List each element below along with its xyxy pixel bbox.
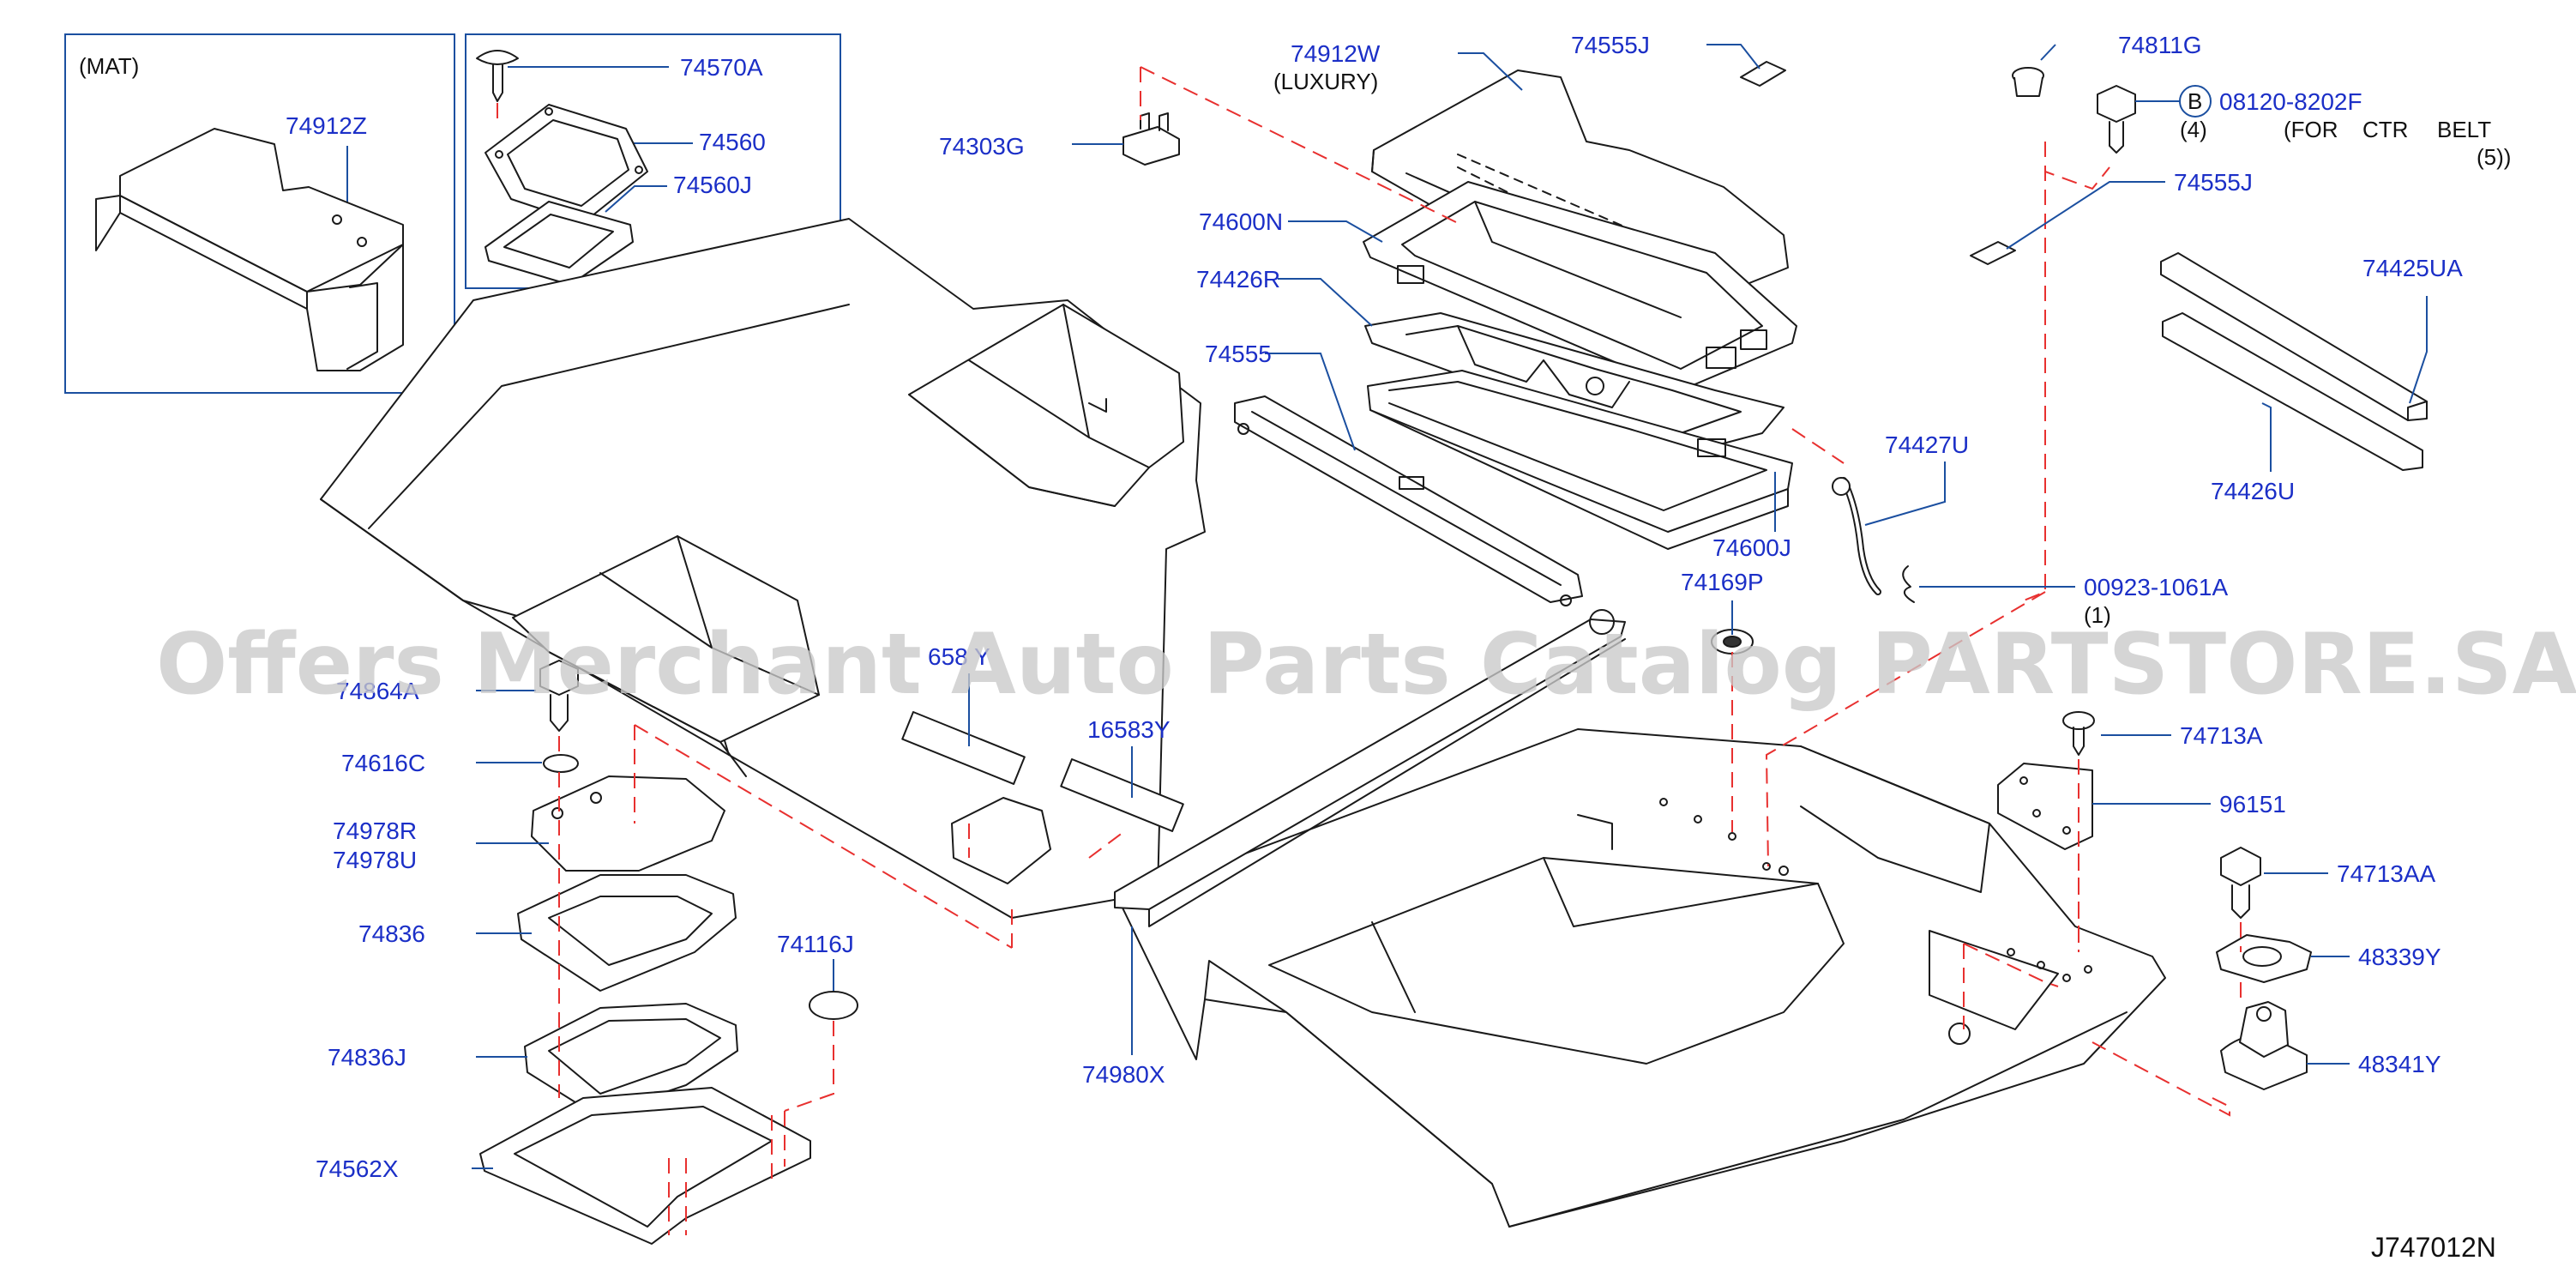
label-belt: BELT [2437, 117, 2491, 142]
label-74425UA: 74425UA [2362, 255, 2463, 281]
watermark: Offers Merchant Auto Parts Catalog PARTS… [156, 616, 2576, 714]
label-qty-5: (5)) [2477, 144, 2511, 170]
label-74912W: 74912W [1291, 40, 1381, 67]
label-for: (FOR [2284, 117, 2338, 142]
label-74912Z: 74912Z [286, 112, 367, 139]
diagram-code: J747012N [2371, 1232, 2496, 1263]
ring-48339Y [2216, 934, 2312, 983]
label-74978U: 74978U [333, 847, 417, 873]
label-74600J: 74600J [1712, 534, 1791, 561]
label-74426U: 74426U [2211, 478, 2295, 504]
striker-48341Y [2220, 1001, 2308, 1090]
label-ctr: CTR [2362, 117, 2408, 142]
label-74555J-right: 74555J [2174, 169, 2253, 196]
label-16583Y: 16583Y [1087, 716, 1171, 743]
tray-base [1367, 370, 1793, 550]
tray-74836J [524, 1003, 738, 1116]
label-74713AA: 74713AA [2337, 860, 2436, 887]
label-74811G: 74811G [2118, 32, 2202, 58]
label-qty-1: (1) [2084, 602, 2111, 628]
label-74555J-top: 74555J [1571, 32, 1650, 58]
tray-frame [1363, 181, 1797, 391]
callout-b-letter: B [2188, 88, 2202, 114]
label-74169P: 74169P [1681, 569, 1764, 595]
lid-74978R [531, 775, 725, 872]
label-96151: 96151 [2219, 791, 2286, 817]
label-74426R: 74426R [1196, 266, 1280, 293]
label-74560J: 74560J [673, 172, 752, 198]
label-qty-4: (4) [2180, 117, 2207, 142]
rod-74427U [1832, 477, 1915, 603]
label-74864A: 74864A [336, 678, 419, 704]
label-658Y: 658 Y [928, 643, 990, 670]
label-74562X: 74562X [316, 1155, 399, 1182]
floor-board-left [320, 218, 1206, 919]
bolt-74713AA [2220, 847, 2261, 919]
label-74600N: 74600N [1199, 208, 1283, 235]
label-74570A: 74570A [680, 54, 763, 81]
strip-74426U [2162, 312, 2423, 471]
label-74116J: 74116J [777, 931, 854, 957]
strip-74425UA [2160, 252, 2428, 421]
washer-74616C [543, 754, 579, 773]
label-48339Y: 48339Y [2358, 944, 2441, 970]
callout-b: B [2179, 85, 2212, 118]
label-74836J: 74836J [328, 1044, 406, 1071]
tray-74836 [517, 874, 737, 992]
reference-lines [558, 66, 2242, 1235]
pad-74555J-right [1970, 241, 2016, 265]
label-48341Y: 48341Y [2358, 1051, 2441, 1077]
label-74980X: 74980X [1082, 1061, 1165, 1088]
tray-inner [1364, 312, 1785, 456]
part-labels: 74912W (LUXURY) 74555J 74811G 08120-8202… [316, 32, 2511, 1182]
mat-74562X [479, 1087, 811, 1245]
clip-74303G [1122, 112, 1180, 166]
label-74836: 74836 [358, 920, 425, 947]
label-74303G: 74303G [939, 133, 1025, 160]
screw-74713A [2062, 711, 2095, 756]
label-74713A: 74713A [2180, 722, 2263, 749]
bolt-08120-8202F [2097, 85, 2136, 154]
label-74616C: 74616C [341, 750, 425, 776]
disc-74116J [809, 991, 858, 1020]
rail-74555 [1234, 395, 1583, 606]
label-74427U: 74427U [1885, 431, 1969, 458]
label-08120-8202F: 08120-8202F [2219, 88, 2362, 115]
inset-mat: (MAT) 74912Z [64, 33, 455, 394]
label-74560: 74560 [699, 129, 766, 155]
inset-mat-caption: (MAT) [79, 53, 139, 79]
leader-lines [472, 44, 2428, 1169]
rear-floor [1118, 728, 2166, 1228]
plug-74811G [2012, 67, 2044, 97]
pad-74555J-top [1740, 61, 1786, 87]
label-luxury: (LUXURY) [1273, 69, 1378, 94]
label-74978R: 74978R [333, 817, 417, 844]
label-74555: 74555 [1205, 341, 1272, 367]
label-00923-1061A: 00923-1061A [2084, 574, 2228, 600]
side-rail-74980X [1114, 609, 1626, 927]
bolt-74864A [539, 660, 579, 732]
